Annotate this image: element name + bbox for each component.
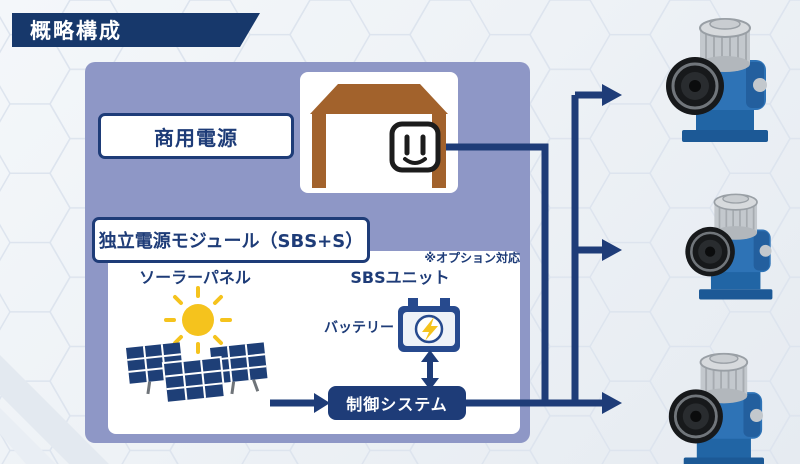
module-label: 独立電源モジュール（SBS+S） — [98, 231, 364, 252]
module-label-box: 独立電源モジュール（SBS+S） — [92, 217, 370, 263]
commercial-power-label: 商用電源 — [154, 125, 238, 150]
corner-stripe — [0, 355, 109, 464]
commercial-power-icon-card — [300, 72, 458, 193]
battery-label: バッテリー — [324, 320, 394, 336]
corner-stripe — [0, 408, 56, 464]
control-system-box: 制御システム — [328, 386, 466, 420]
page-title-banner: 概略構成 — [12, 13, 260, 47]
solar-panel-label: ソーラーパネル — [139, 268, 251, 287]
sbs-unit-label: SBSユニット — [350, 268, 450, 287]
control-system-label: 制御システム — [346, 395, 448, 414]
page-title: 概略構成 — [30, 19, 122, 43]
commercial-power-label-box: 商用電源 — [98, 113, 294, 159]
